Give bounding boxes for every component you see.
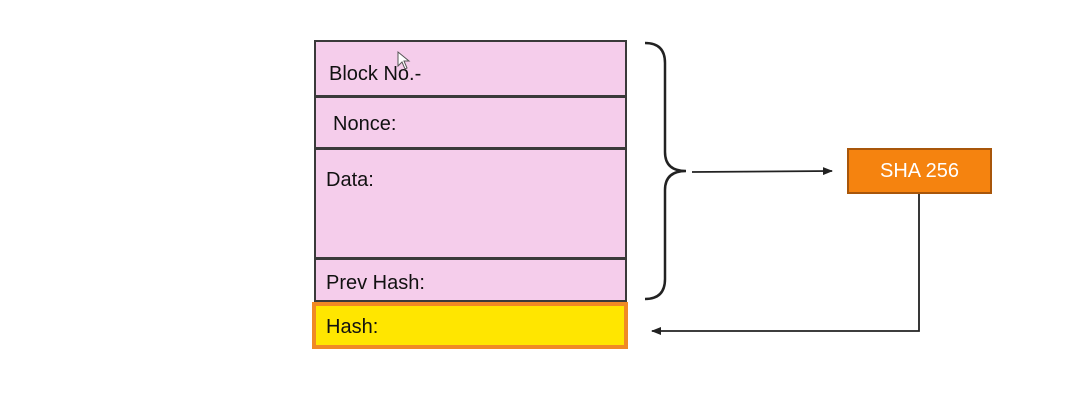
hash-field: Hash: bbox=[312, 302, 628, 349]
sha256-box: SHA 256 bbox=[847, 148, 992, 194]
sha256-label: SHA 256 bbox=[880, 159, 959, 182]
arrow-to-sha256 bbox=[691, 167, 833, 176]
data-field: Data: bbox=[314, 148, 627, 259]
data-label: Data: bbox=[326, 169, 374, 191]
nonce-label: Nonce: bbox=[333, 113, 397, 135]
block-number-field: Block No.- bbox=[314, 40, 627, 97]
hash-label: Hash: bbox=[326, 316, 379, 338]
block-number-label: Block No.- bbox=[329, 63, 422, 85]
curly-brace bbox=[644, 41, 687, 301]
arrow-sha256-to-hash bbox=[651, 194, 920, 335]
cursor-icon bbox=[397, 50, 411, 70]
prev-hash-label: Prev Hash: bbox=[326, 272, 425, 294]
prev-hash-field: Prev Hash: bbox=[314, 258, 627, 302]
